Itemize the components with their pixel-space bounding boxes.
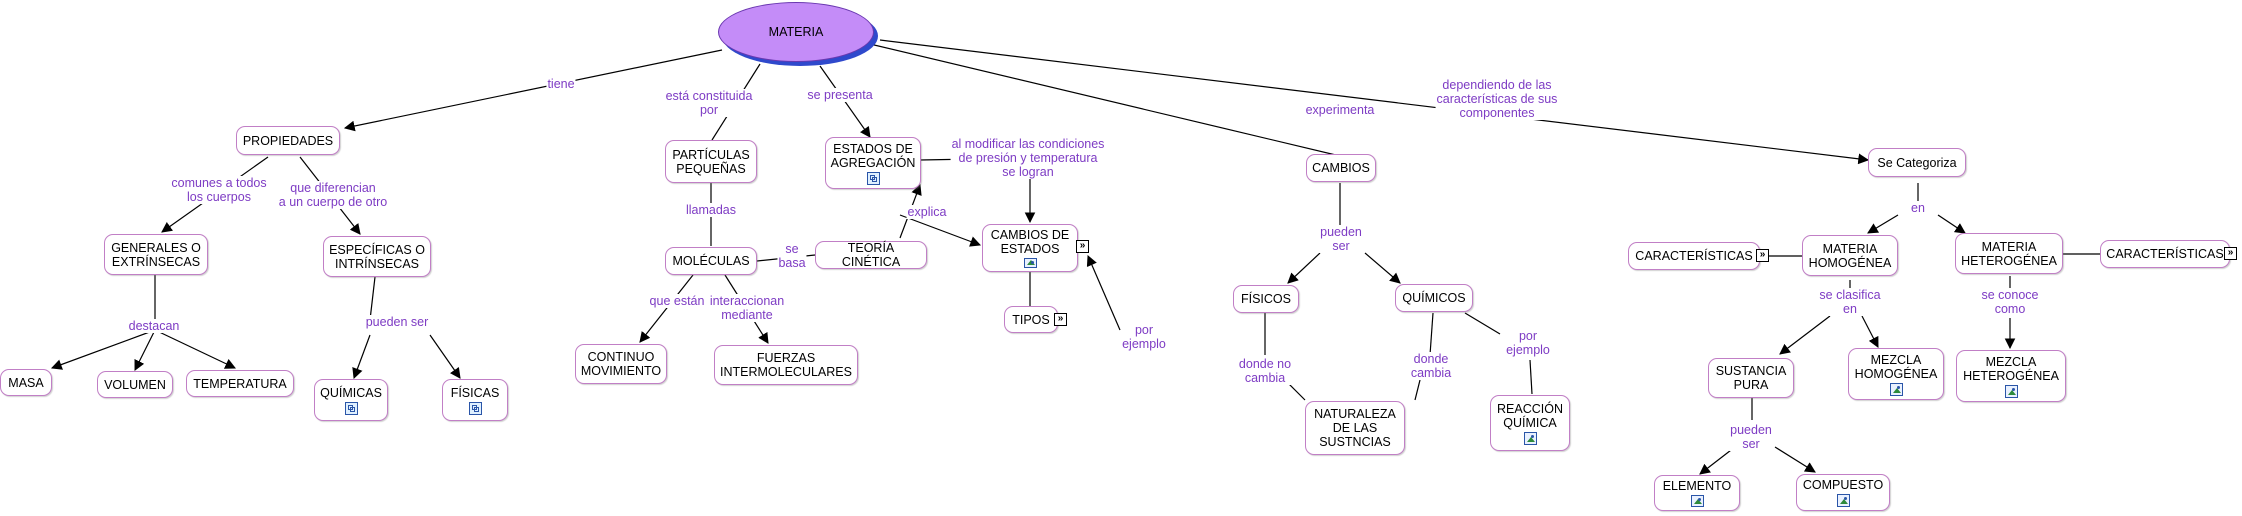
- link-en: en: [1910, 201, 1926, 215]
- node-masa[interactable]: MASA: [0, 369, 52, 396]
- link-llamadas: llamadas: [684, 203, 738, 217]
- node-fisicas-propiedad[interactable]: FÍSICAS: [442, 379, 508, 421]
- expand-icon[interactable]: »: [2224, 247, 2237, 260]
- node-compuesto[interactable]: COMPUESTO: [1796, 474, 1890, 511]
- node-quimicos[interactable]: QUÍMICOS: [1395, 284, 1473, 312]
- image-icon[interactable]: [2004, 384, 2018, 398]
- root-node-materia[interactable]: MATERIA: [718, 2, 878, 66]
- link-pueden-ser-propiedades: pueden ser: [364, 315, 430, 329]
- expand-icon[interactable]: »: [1076, 240, 1089, 253]
- submap-icon[interactable]: [468, 401, 482, 415]
- link-se-presenta: se presenta: [806, 88, 874, 102]
- node-caracteristicas-left[interactable]: CARACTERÍSTICAS: [1628, 242, 1760, 270]
- image-icon[interactable]: [1523, 431, 1537, 445]
- node-elemento[interactable]: ELEMENTO: [1654, 475, 1740, 511]
- link-experimenta: experimenta: [1304, 103, 1376, 117]
- node-caracteristicas-right[interactable]: CARACTERÍSTICAS: [2100, 240, 2230, 268]
- node-cambios[interactable]: CAMBIOS: [1306, 154, 1376, 182]
- node-fisicos[interactable]: FÍSICOS: [1233, 285, 1299, 313]
- link-destacan: destacan: [127, 319, 181, 333]
- submap-icon[interactable]: [344, 401, 358, 415]
- link-que-estan: que están: [648, 294, 706, 308]
- node-quimicas-propiedad[interactable]: QUÍMICAS: [314, 379, 388, 421]
- node-volumen[interactable]: VOLUMEN: [97, 371, 173, 398]
- image-icon[interactable]: [1836, 494, 1850, 507]
- expand-icon[interactable]: »: [1756, 249, 1769, 262]
- link-explica: explica: [906, 205, 948, 219]
- link-tiene: tiene: [546, 77, 576, 91]
- node-teoria-cinetica[interactable]: TEORÍA CINÉTICA: [815, 241, 927, 269]
- expand-icon[interactable]: »: [1054, 313, 1067, 326]
- submap-icon[interactable]: [866, 171, 880, 185]
- node-tipos[interactable]: TIPOS: [1004, 306, 1058, 333]
- image-icon[interactable]: [1023, 258, 1037, 268]
- image-icon[interactable]: [1889, 382, 1903, 396]
- root-label: MATERIA: [718, 2, 874, 62]
- image-icon[interactable]: [1690, 495, 1704, 507]
- node-propiedades[interactable]: PROPIEDADES: [236, 126, 340, 155]
- node-se-categoriza[interactable]: Se Categoriza: [1868, 148, 1966, 177]
- node-moleculas[interactable]: MOLÉCULAS: [665, 247, 757, 275]
- node-temperatura[interactable]: TEMPERATURA: [186, 370, 294, 397]
